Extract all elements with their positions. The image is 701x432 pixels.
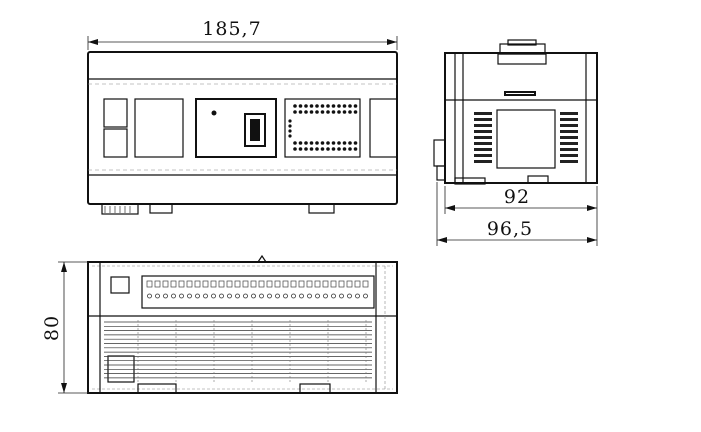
dim-height-label: 80 (41, 315, 63, 341)
dim-depth-body-label: 92 (504, 186, 530, 208)
front-view: 185,7 (87, 18, 398, 215)
dim-width-label: 185,7 (202, 18, 261, 40)
top-view: 80 (41, 254, 398, 394)
side-view: 92 96,5 (433, 39, 598, 246)
dim-depth-total-label: 96,5 (487, 218, 533, 240)
